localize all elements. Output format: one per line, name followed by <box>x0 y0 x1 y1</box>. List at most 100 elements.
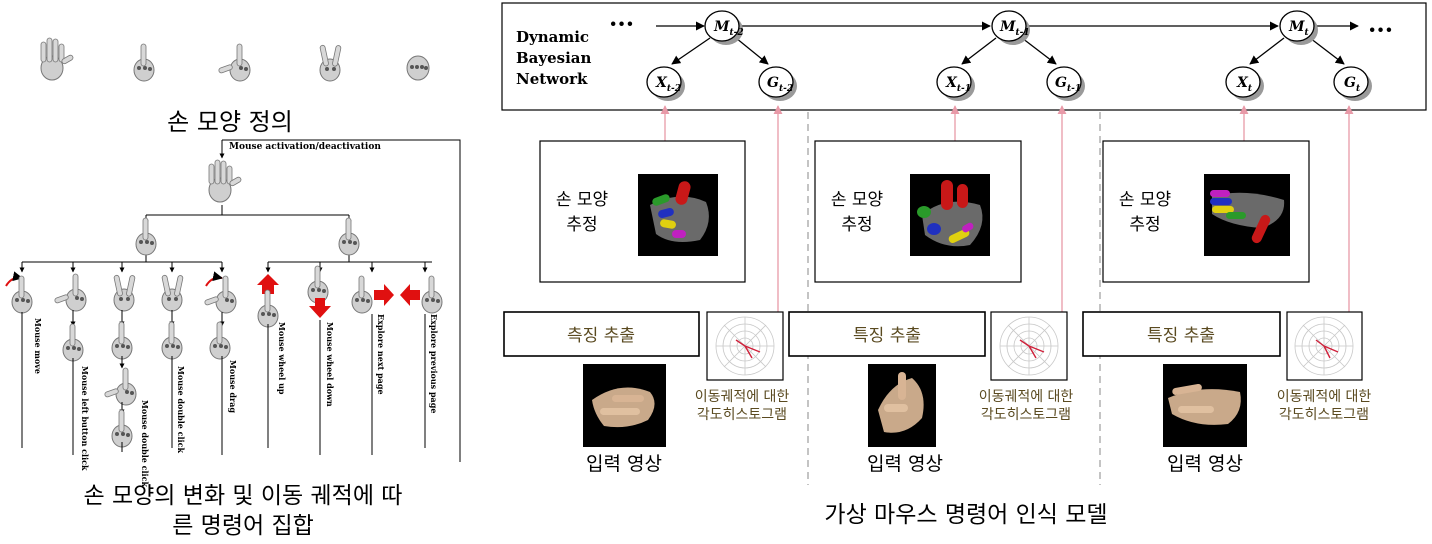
histogram-label-2: 각도히스토그램 <box>697 407 787 423</box>
label-mouse-move: Mouse move <box>33 318 43 374</box>
dbn-nodes: Mt-2 Mt-1 Mt Xt-2 Gt-2 Xt-1 <box>646 10 1372 101</box>
hand-model-image <box>910 174 990 256</box>
tree-left-hand-icon <box>135 217 157 256</box>
dbn-label-line1: Dynamic <box>516 28 589 46</box>
hand-open-icon <box>40 37 75 81</box>
edge-mt-xt <box>1249 37 1285 65</box>
wheel-down-hand-icon <box>307 265 329 304</box>
node-m-t: Mt <box>1279 10 1318 45</box>
label-mouse-drag: Mouse drag <box>228 360 238 413</box>
next-page-hand-icon <box>351 275 373 314</box>
feature-extraction-box <box>788 311 986 357</box>
hand-l-shape-icon <box>217 43 251 82</box>
mouse-move-hand-icon <box>11 275 33 314</box>
label-mouse-double-click-1: Mouse double click <box>140 400 150 487</box>
dbn-ellipsis-left: ··· <box>609 9 634 38</box>
svg-text:Xt: Xt <box>1236 75 1253 94</box>
angle-histogram <box>706 311 784 381</box>
command-leaves: Mouse move Mouse left button click Mouse… <box>5 262 443 487</box>
hand-v-shape-icon <box>319 44 342 82</box>
node-m-t1: Mt-1 <box>991 10 1030 45</box>
node-x-t: Xt <box>1225 66 1264 101</box>
double-click-hand-icon-2 <box>111 321 133 360</box>
input-image <box>868 364 936 447</box>
node-g-t: Gt <box>1333 66 1372 101</box>
svg-text:Mt-2: Mt-2 <box>713 19 744 38</box>
svg-text:Gt: Gt <box>1344 75 1361 94</box>
mouse-drag-hand-icon-2 <box>209 321 231 360</box>
histogram-label-2: 각도히스토그램 <box>1279 407 1369 423</box>
dbn-label-line2: Bayesian <box>516 49 592 67</box>
hand-shape-definition-caption: 손 모양 정의 <box>167 108 293 136</box>
input-image-label: 입력 영상 <box>867 453 943 475</box>
recognition-model-caption: 가상 마우스 명령어 인식 모델 <box>824 502 1107 528</box>
edge-mt-gt <box>1309 37 1345 65</box>
label-mouse-wheel-up: Mouse wheel up <box>277 322 287 395</box>
edge-mt2-xt2 <box>671 37 711 65</box>
hand-model-image <box>1204 174 1290 256</box>
feature-extraction-box <box>503 311 700 357</box>
hand-estimation-label-1: 손 모양 <box>831 190 883 210</box>
input-image-label: 입력 영상 <box>1167 453 1243 475</box>
histogram-label-2: 각도히스토그램 <box>981 407 1071 423</box>
mouse-activation-label: Mouse activation/deactivation <box>229 142 381 152</box>
histogram-label-1: 이동궤적에 대한 <box>1277 389 1372 405</box>
hand-estimation-label-2: 추정 <box>566 215 597 235</box>
svg-text:Gt-2: Gt-2 <box>767 75 793 94</box>
column-t2: 손 모양 추정 측징 추출 이동궤적에 대한 각도히스토그램 <box>503 140 790 475</box>
dbn-ellipsis-right: ··· <box>1368 15 1393 44</box>
svg-text:Xt-1: Xt-1 <box>945 75 971 94</box>
feature-extraction-label: 측징 추출 <box>567 326 635 346</box>
column-t1: 손 모양 추정 특징 추출 이동궤적에 대한 각도히스토그램 <box>788 140 1074 475</box>
feature-extraction-label: 특징 추출 <box>1147 326 1215 346</box>
label-mouse-left-click: Mouse left button click <box>80 366 90 471</box>
command-set-caption-line2: 른 명령어 집합 <box>172 513 314 539</box>
input-image <box>1163 364 1247 447</box>
tree-right-hand-icon <box>338 217 360 256</box>
double-click-hand-icon-4 <box>111 409 133 448</box>
label-explore-previous-page: Explore previous page <box>429 314 439 413</box>
node-g-t2: Gt-2 <box>758 66 797 101</box>
svg-text:Mt-1: Mt-1 <box>999 19 1030 38</box>
edge-mt1-xt1 <box>961 37 997 65</box>
label-mouse-wheel-down: Mouse wheel down <box>325 322 335 407</box>
dbn-edges <box>656 21 1359 65</box>
tree-root-hand-icon <box>208 159 243 203</box>
hand-estimation-label-1: 손 모양 <box>1119 190 1171 210</box>
edge-mt2-gt2 <box>735 37 769 65</box>
hand-estimation-label-2: 추정 <box>1129 215 1160 235</box>
label-mouse-double-click-2: Mouse double click <box>176 366 186 453</box>
svg-text:Mt: Mt <box>1288 19 1310 38</box>
angle-histogram <box>1286 311 1363 381</box>
double-click-hand-icon-1 <box>113 274 136 312</box>
hand-one-finger-icon <box>133 43 155 82</box>
tree-outer-frame <box>222 139 461 462</box>
next-page-arrow-icon <box>374 284 394 306</box>
feature-extraction-label: 특징 추출 <box>853 326 921 346</box>
double-click-v-hand-icon-2 <box>161 321 183 360</box>
mouse-drag-curve-icon <box>205 271 223 287</box>
hand-estimation-label-2: 추정 <box>841 215 872 235</box>
hand-fist-icon <box>406 55 430 81</box>
left-click-hand-icon-2 <box>62 323 84 362</box>
feature-extraction-box <box>1082 311 1281 357</box>
edge-mt1-gt1 <box>1021 37 1057 65</box>
node-x-t1: Xt-1 <box>936 66 975 101</box>
svg-text:Gt-1: Gt-1 <box>1055 75 1081 94</box>
dbn-label-line3: Network <box>516 70 588 88</box>
input-image-label: 입력 영상 <box>586 453 662 475</box>
input-image <box>583 364 666 447</box>
histogram-label-1: 이동궤적에 대한 <box>695 389 790 405</box>
previous-page-hand-icon <box>421 275 443 314</box>
wheel-down-arrow-icon <box>309 298 331 318</box>
node-m-t2: Mt-2 <box>704 10 744 45</box>
previous-page-arrow-icon <box>400 284 420 306</box>
angle-histogram <box>990 311 1068 381</box>
hand-estimation-label-1: 손 모양 <box>556 190 608 210</box>
double-click-v-hand-icon-1 <box>161 274 184 312</box>
double-click-hand-icon-3 <box>103 367 137 406</box>
node-x-t2: Xt-2 <box>646 66 685 101</box>
command-set-caption-line1: 손 모양의 변화 및 이동 궤적에 따 <box>84 483 403 509</box>
histogram-label-1: 이동궤적에 대한 <box>979 389 1074 405</box>
hand-shape-definitions <box>40 37 430 82</box>
